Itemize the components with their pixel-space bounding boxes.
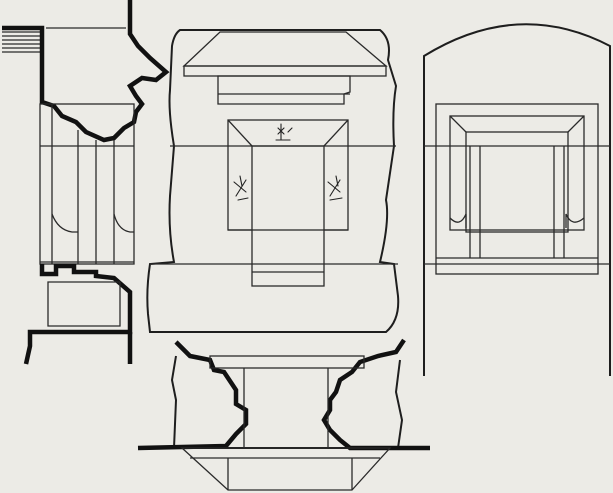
section-profile: [2, 0, 170, 365]
mason-mark-icon: [275, 123, 293, 141]
upper-profile: [2, 0, 170, 143]
arch-outline: [423, 23, 611, 376]
lower-profile: [23, 263, 133, 365]
front-elevation: [146, 29, 400, 333]
capital: [182, 31, 388, 105]
shaft: [39, 103, 135, 265]
mason-mark-icon: [233, 175, 249, 201]
side-frame: [435, 103, 599, 275]
hatch-lines: [2, 31, 40, 53]
base-plinth: [180, 447, 392, 491]
side-elevation: [423, 23, 611, 376]
lower-inner: [47, 281, 121, 327]
stone-block: [146, 29, 400, 333]
mason-mark-icon: [327, 175, 343, 201]
base-stone: [170, 355, 404, 449]
base-profile-right: [321, 338, 430, 451]
panel-frame: [227, 119, 349, 287]
base-profile-top: [137, 340, 249, 451]
base-section: [137, 338, 430, 491]
